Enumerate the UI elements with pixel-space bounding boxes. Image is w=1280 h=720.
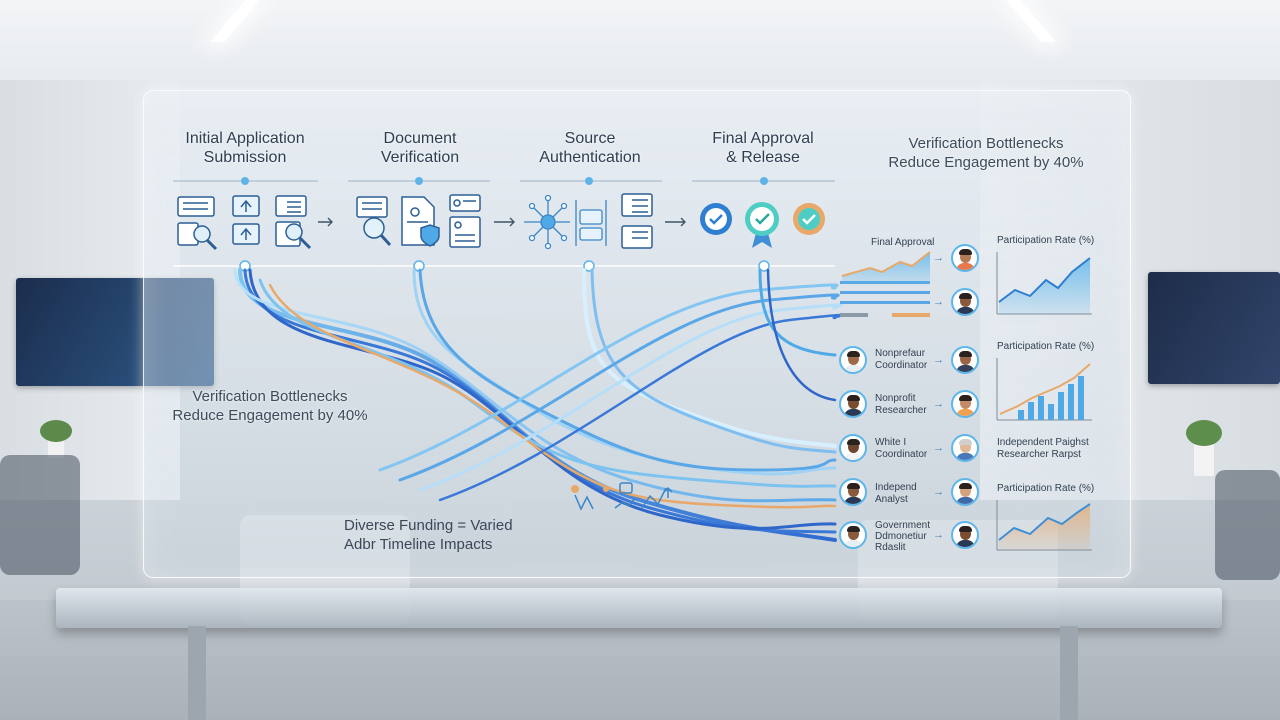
arrow-icon: → [933,442,944,454]
funding-note: Diverse Funding = Varied Adbr Timeline I… [344,516,544,554]
participation-rate-label: Participation Rate (%) [997,341,1095,352]
participation-chart-3 [996,500,1092,551]
role-label-analyst: Independ Analyst [875,482,917,506]
approval-badges [700,202,825,248]
avatar [951,478,979,506]
stage-title-line: Verification [380,149,460,166]
label-line: Researcher Rarpst [997,449,1081,460]
role-line: Coordinator [875,360,928,371]
glass-table [56,588,1222,628]
arrow-icon: → [933,486,944,498]
role-line: Rdaslit [875,542,906,553]
participation-chart-2 [996,358,1092,421]
role-line: Coordinator [875,449,928,460]
role-line: Ddmonetiur [875,531,927,542]
headline-line: Reduce Engagement by 40% [172,407,368,424]
stage-title-line: Submission [203,149,287,166]
arrow-icon: → [933,529,944,541]
final-approval-mini-chart [841,251,931,284]
participation-rate-label: Participation Rate (%) [997,483,1095,494]
source-documents-icon [621,193,653,249]
avatar [951,346,979,374]
headline-line: Reduce Engagement by 40% [888,154,1084,171]
role-label-government: Government Ddmonetiur Rdaslit [875,520,930,553]
potted-plant-right [1184,418,1224,478]
stage-title-line: Initial Application [185,130,305,147]
role-line: Analyst [875,494,908,505]
avatar [839,346,867,374]
right-connector-bars [840,281,930,317]
network-icon [524,194,607,250]
wall-monitor-right [1148,272,1280,384]
role-line: Nonprefaur [875,348,926,359]
wall-monitor-left [16,278,214,386]
participation-rate-label: Participation Rate (%) [997,235,1095,246]
headline-line: Verification Bottlenecks [908,135,1064,152]
timeline-nodes [239,260,770,272]
role-label-researcher: Nonprofit Researcher [875,393,927,417]
avatar [951,434,979,462]
avatar [839,478,867,506]
stage-title-initial-application: Initial Application Submission [160,129,330,167]
office-chair-left [0,455,80,575]
arrow-icon: → [933,296,944,308]
avatar [951,244,979,272]
arrow-icon: → [933,398,944,410]
table-leg [188,626,206,720]
arrow-icon: → [933,354,944,366]
stage-title-line: & Release [726,149,800,166]
headline-top-right: Verification Bottlenecks Reduce Engageme… [876,134,1096,172]
independent-researcher-label: Independent Paighst Researcher Rarpst [997,437,1089,461]
label-line: Independent Paighst [997,437,1089,448]
document-icons [177,195,312,251]
final-approval-label: Final Approval [871,237,935,248]
stage-title-final-approval: Final Approval & Release [688,129,838,167]
role-label-coordinator: Nonprefaur Coordinator [875,348,927,372]
stage-title-line: Final Approval [712,130,814,147]
avatar [951,288,979,316]
participant-flow-ribbons [233,268,844,542]
avatar [839,521,867,549]
stage-title-line: Authentication [539,149,641,166]
stage-title-line: Document [383,130,457,147]
headline-left: Verification Bottlenecks Reduce Engageme… [160,387,380,425]
stage-dots [241,177,768,185]
arrow-icon: → [933,252,944,264]
role-line: Independ [875,482,917,493]
headline-line: Verification Bottlenecks [192,388,348,405]
mini-trend-icons [571,482,673,511]
stage-title-document-verification: Document Verification [345,129,495,167]
role-line: White I [875,437,907,448]
role-line: Researcher [875,405,927,416]
table-leg [1060,626,1078,720]
potted-plant-left [36,418,76,458]
role-line: Government [875,520,931,531]
avatar [839,390,867,418]
note-line: Adbr Timeline Impacts [344,536,493,553]
role-line: Nonprofit [875,393,916,404]
avatar [951,521,979,549]
flow-arrows [318,217,686,227]
stage-title-line: Source [564,130,616,147]
participation-chart-1 [996,252,1092,315]
verification-icons [356,194,481,248]
avatar [951,390,979,418]
role-label-white-coordinator: White I Coordinator [875,437,927,461]
office-chair-right [1215,470,1280,580]
stage-title-source-authentication: Source Authentication [515,129,665,167]
note-line: Diverse Funding = Varied [344,517,513,534]
avatar [839,434,867,462]
